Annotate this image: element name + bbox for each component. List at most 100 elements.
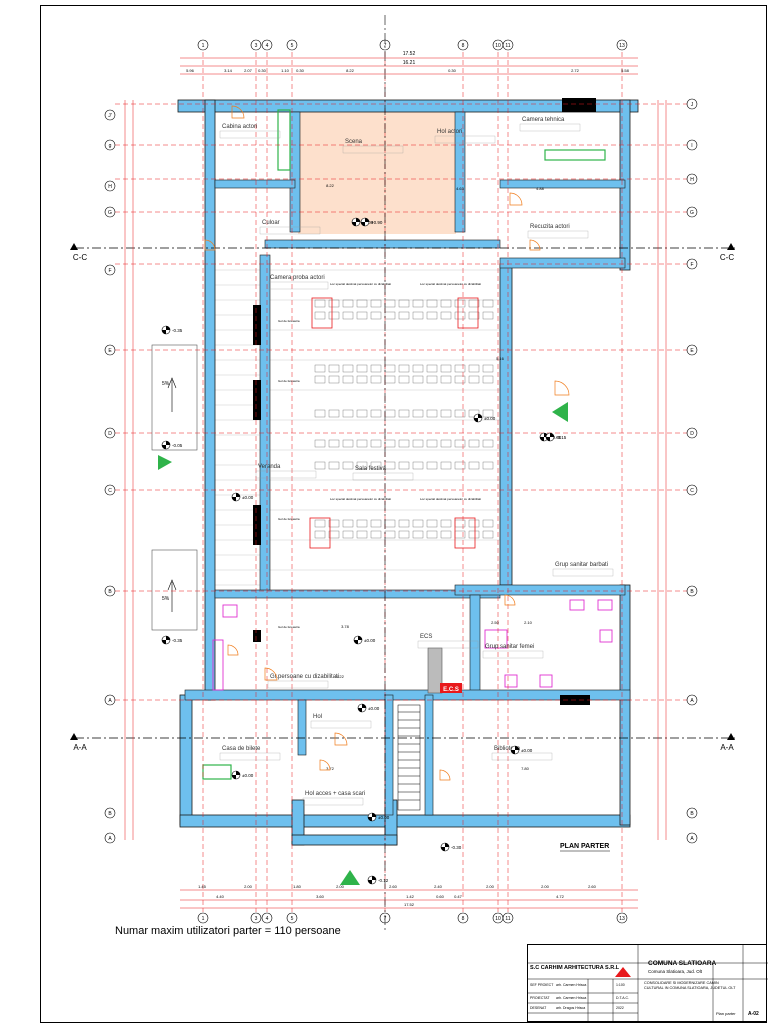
seat xyxy=(314,311,326,320)
window-w2 xyxy=(253,380,261,420)
door-swing xyxy=(204,239,216,251)
room-stamp xyxy=(267,680,329,689)
row-axis-marker-icon xyxy=(686,98,698,110)
seat xyxy=(482,299,494,308)
row-axis-marker-icon xyxy=(686,807,698,819)
level-marker-icon xyxy=(368,813,376,821)
window-w1 xyxy=(253,305,261,345)
window-note: Gol de fereastra xyxy=(278,517,300,521)
column-axis-marker-icon xyxy=(250,912,262,924)
door-swing xyxy=(439,769,451,781)
accessible-seat xyxy=(311,297,333,329)
level-marker-icon xyxy=(441,843,449,851)
seat xyxy=(342,439,354,448)
level-value: +0.90 xyxy=(371,220,383,225)
title-block-firm: S.C CARHIM ARHITECTURA S.R.L xyxy=(530,965,620,971)
sheet-number: A-02 xyxy=(748,1011,759,1017)
row-axis-marker-icon xyxy=(104,484,116,496)
accessible-seat-note: Loc special destinat persoanelor cu diza… xyxy=(420,497,481,501)
seat xyxy=(356,299,368,308)
role-label: DESENAT xyxy=(530,1006,547,1010)
seat xyxy=(468,519,480,528)
seat xyxy=(454,364,466,373)
room-name-cabina: Cabina actori xyxy=(222,124,257,130)
room-stamp xyxy=(219,752,281,761)
section-label: C-C xyxy=(73,253,87,262)
level-value: -0.30 xyxy=(451,845,462,850)
row-axis-label: g xyxy=(109,143,112,149)
seat xyxy=(454,461,466,470)
column-axis-marker-icon xyxy=(616,39,628,51)
seat xyxy=(356,311,368,320)
seat xyxy=(328,461,340,470)
ramp-south xyxy=(151,549,198,631)
window-w3 xyxy=(253,505,261,545)
seat xyxy=(454,530,466,539)
dim-label: 2.00 xyxy=(541,884,550,889)
seat xyxy=(370,461,382,470)
dim-label: 0.47 xyxy=(454,894,463,899)
phase-value: D.T.A.C. xyxy=(616,996,630,1000)
dim-label: 3.72 xyxy=(326,766,335,771)
drawing-name: Plan parter xyxy=(716,1011,736,1016)
row-axis-label: C xyxy=(690,488,694,494)
section-label: C-C xyxy=(720,253,734,262)
seat xyxy=(440,461,452,470)
seat xyxy=(482,530,494,539)
level-marker-icon xyxy=(162,441,170,449)
seat xyxy=(356,439,368,448)
dim-label: 2.00 xyxy=(486,884,495,889)
column-axis-label: 11 xyxy=(505,916,510,922)
fixture-casa xyxy=(202,764,232,780)
column-axis-marker-icon xyxy=(616,912,628,924)
wall-veranda xyxy=(259,254,271,596)
section-arrow-icon xyxy=(70,243,78,250)
wc-stall xyxy=(597,599,613,611)
room-name-ecs: ECS xyxy=(420,634,432,640)
wc-stall xyxy=(539,674,553,688)
seat xyxy=(482,519,494,528)
level-marker-icon xyxy=(546,433,554,441)
seat xyxy=(412,311,424,320)
entrance-arrow-west xyxy=(158,455,172,470)
seat xyxy=(314,530,326,539)
seat xyxy=(398,375,410,384)
wall-casa-east xyxy=(297,699,307,756)
dim-label: 0.60 xyxy=(436,894,445,899)
column-axis-label: 1 xyxy=(202,43,205,49)
dim-label: 2.07 xyxy=(244,68,253,73)
section-label: A-A xyxy=(73,743,87,752)
entrance-markers xyxy=(158,402,568,885)
seat xyxy=(440,439,452,448)
room-stamp xyxy=(259,226,321,235)
seat xyxy=(398,311,410,320)
column-axis-label: 4 xyxy=(266,916,269,922)
seat xyxy=(370,311,382,320)
room-stamp xyxy=(434,135,496,144)
dim-label: 17.52 xyxy=(403,51,416,57)
seat xyxy=(412,519,424,528)
dim-label: 0.30 xyxy=(258,68,267,73)
dim-label: 1.10 xyxy=(281,68,290,73)
accessible-seat xyxy=(309,517,331,549)
row-axis-label: A xyxy=(690,698,694,704)
row-axis-marker-icon xyxy=(104,180,116,192)
row-axis-label: E xyxy=(108,348,112,354)
seat xyxy=(384,311,396,320)
title-block: S.C CARHIM ARHITECTURA S.R.L COMUNA SLAT… xyxy=(527,944,768,1023)
accessible-seat xyxy=(454,517,476,549)
wall-tech-south xyxy=(499,179,626,189)
row-axis-label: C xyxy=(108,488,112,494)
seat xyxy=(440,299,452,308)
level-value: -0.15 xyxy=(556,435,567,440)
wall-hall-north xyxy=(264,239,501,249)
wall-stair-right xyxy=(424,694,434,816)
room-name-acces: Hol acces + casa scari xyxy=(305,791,365,797)
level-value: ±0.00 xyxy=(484,416,496,421)
seat xyxy=(426,299,438,308)
row-axis-label: J' xyxy=(108,113,112,119)
seat xyxy=(370,364,382,373)
section-arrow-icon xyxy=(727,243,735,250)
seat xyxy=(426,461,438,470)
